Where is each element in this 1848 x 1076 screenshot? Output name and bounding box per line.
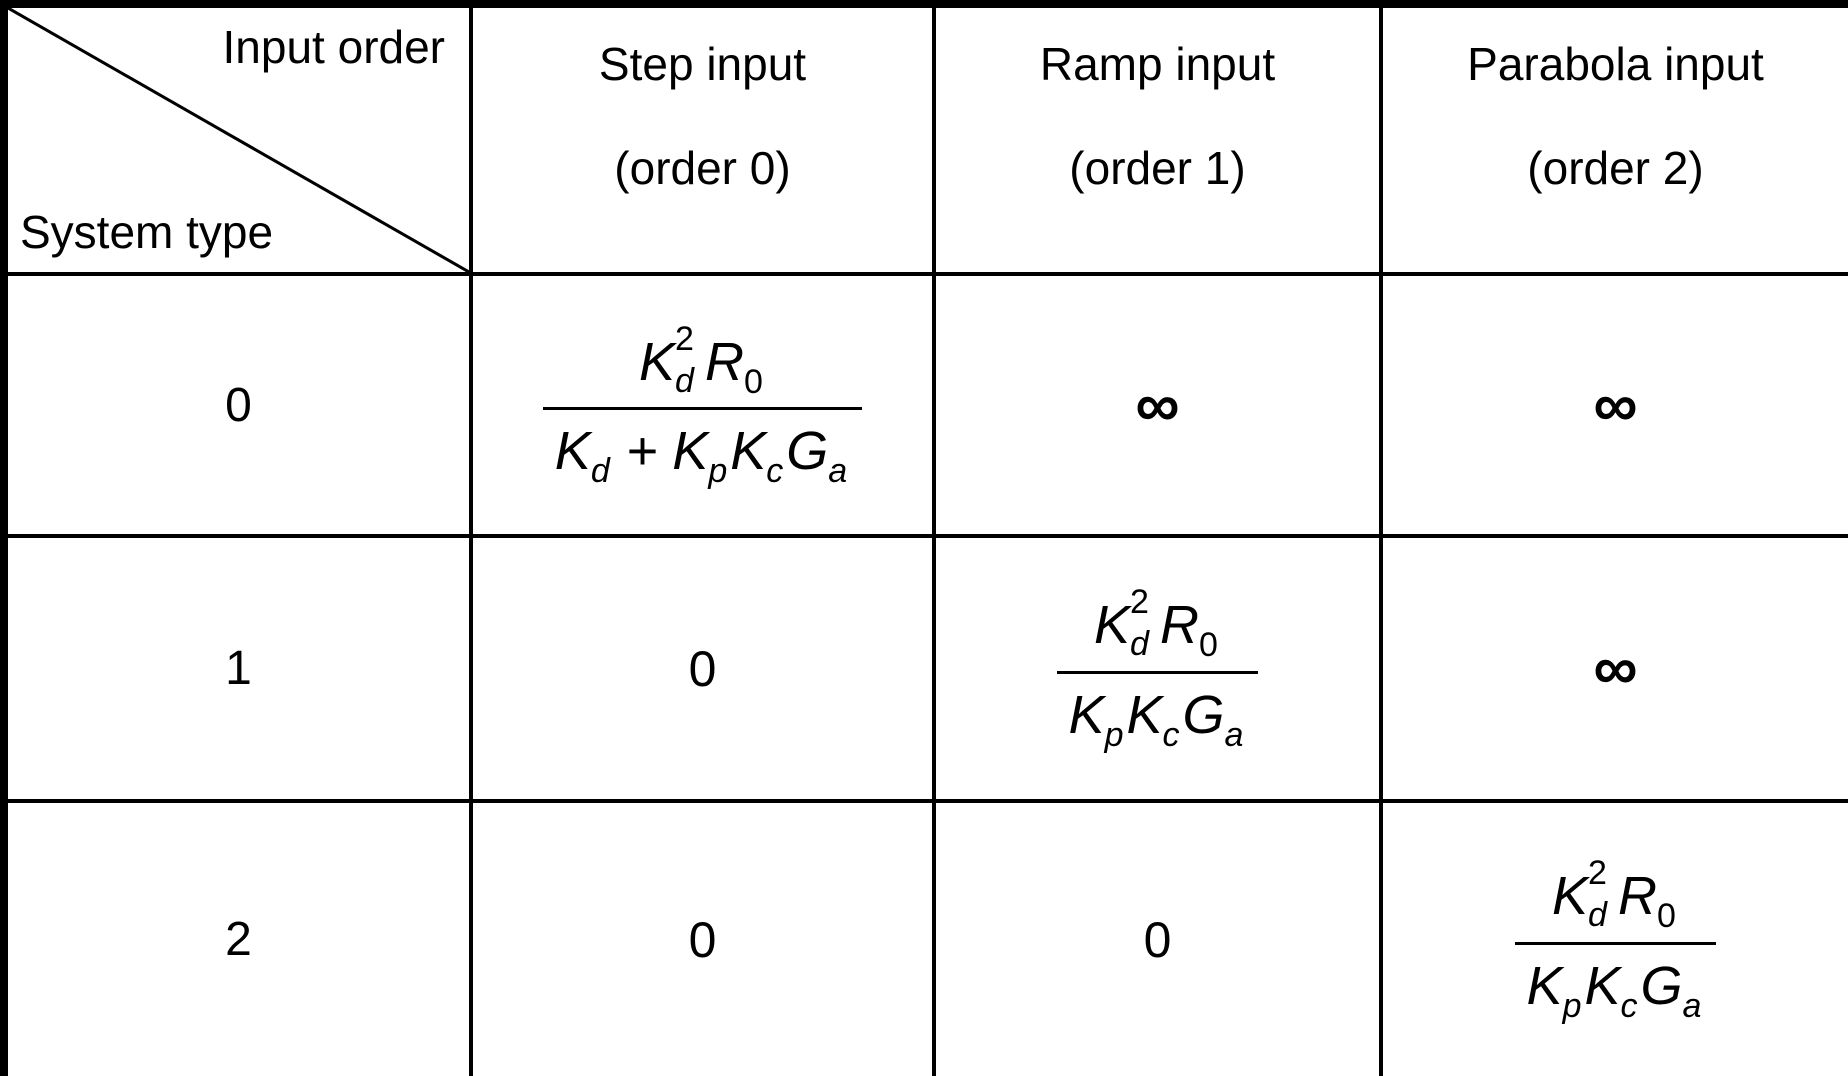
header-step-input: Step input (order 0)	[469, 2, 936, 276]
superscript-2: 2	[1130, 583, 1149, 622]
var-G: G	[786, 421, 829, 481]
var-K: K	[639, 331, 676, 392]
formula-denominator: KpKcGa	[1056, 670, 1259, 754]
subscript-d: d	[1130, 625, 1149, 664]
cell-type2-ramp: 0	[932, 799, 1383, 1076]
subscript-p: p	[708, 452, 728, 490]
header-step-input-order: (order 0)	[614, 141, 791, 194]
header-parabola-input-title: Parabola input	[1467, 38, 1764, 90]
var-K: K	[1526, 955, 1563, 1016]
var-K: K	[1068, 684, 1105, 745]
header-parabola-input-order: (order 2)	[1527, 141, 1704, 194]
header-parabola-input-content: Parabola input (order 2)	[1383, 8, 1848, 272]
header-ramp-input: Ramp input (order 1)	[932, 2, 1383, 276]
header-row: Input order System type Step input (orde…	[2, 2, 1848, 276]
header-step-input-content: Step input (order 0)	[473, 8, 932, 272]
var-K: K	[672, 421, 709, 481]
header-ramp-input-content: Ramp input (order 1)	[936, 8, 1379, 272]
diagonal-divider-line	[8, 8, 469, 272]
corner-system-type-label: System type	[20, 205, 274, 258]
subscript-c: c	[1620, 986, 1638, 1025]
subscript-d: d	[675, 361, 694, 400]
subscript-p: p	[1562, 986, 1582, 1025]
plus-sign: +	[626, 421, 659, 481]
subscript-a: a	[1682, 986, 1702, 1025]
row-label-type-1: 1	[2, 534, 473, 803]
subscript-d: d	[1588, 896, 1607, 935]
header-ramp-input-order: (order 1)	[1069, 141, 1246, 194]
cell-type0-ramp: ∞	[932, 272, 1383, 538]
formula-denominator: KpKcGa	[1514, 941, 1717, 1025]
header-step-input-title: Step input	[598, 38, 807, 90]
var-R: R	[1618, 866, 1658, 927]
var-K: K	[1552, 866, 1589, 927]
subscript-a: a	[1224, 715, 1244, 754]
corner-cell: Input order System type	[2, 2, 473, 276]
var-R: R	[1160, 595, 1200, 656]
formula-denominator: Kd+KpKcGa	[542, 407, 863, 490]
header-ramp-input-title: Ramp input	[1039, 38, 1276, 90]
subscript-0: 0	[744, 362, 763, 401]
subscript-0: 0	[1657, 897, 1676, 936]
subscript-c: c	[766, 452, 784, 490]
var-K: K	[1126, 684, 1163, 745]
subscript-a: a	[828, 452, 848, 490]
row-label-type-2: 2	[2, 799, 473, 1076]
var-K: K	[730, 421, 767, 481]
cell-type0-parabola: ∞	[1379, 272, 1848, 538]
superscript-2: 2	[1588, 854, 1607, 893]
row-label-type-0: 0	[2, 272, 473, 538]
var-G: G	[1182, 684, 1225, 745]
subscript-0: 0	[1199, 626, 1218, 665]
cell-type1-parabola: ∞	[1379, 534, 1848, 803]
subscript-d: d	[590, 452, 610, 490]
var-K: K	[1584, 955, 1621, 1016]
var-R: R	[705, 331, 745, 392]
cell-type2-step: 0	[469, 799, 936, 1076]
superscript-2: 2	[675, 319, 694, 358]
subscript-c: c	[1162, 715, 1180, 754]
header-parabola-input: Parabola input (order 2)	[1379, 2, 1848, 276]
var-K: K	[1094, 595, 1131, 656]
cell-type1-step: 0	[469, 534, 936, 803]
var-G: G	[1640, 955, 1683, 1016]
var-K: K	[554, 421, 591, 481]
subscript-p: p	[1104, 715, 1124, 754]
corner-input-order-label: Input order	[222, 21, 445, 73]
